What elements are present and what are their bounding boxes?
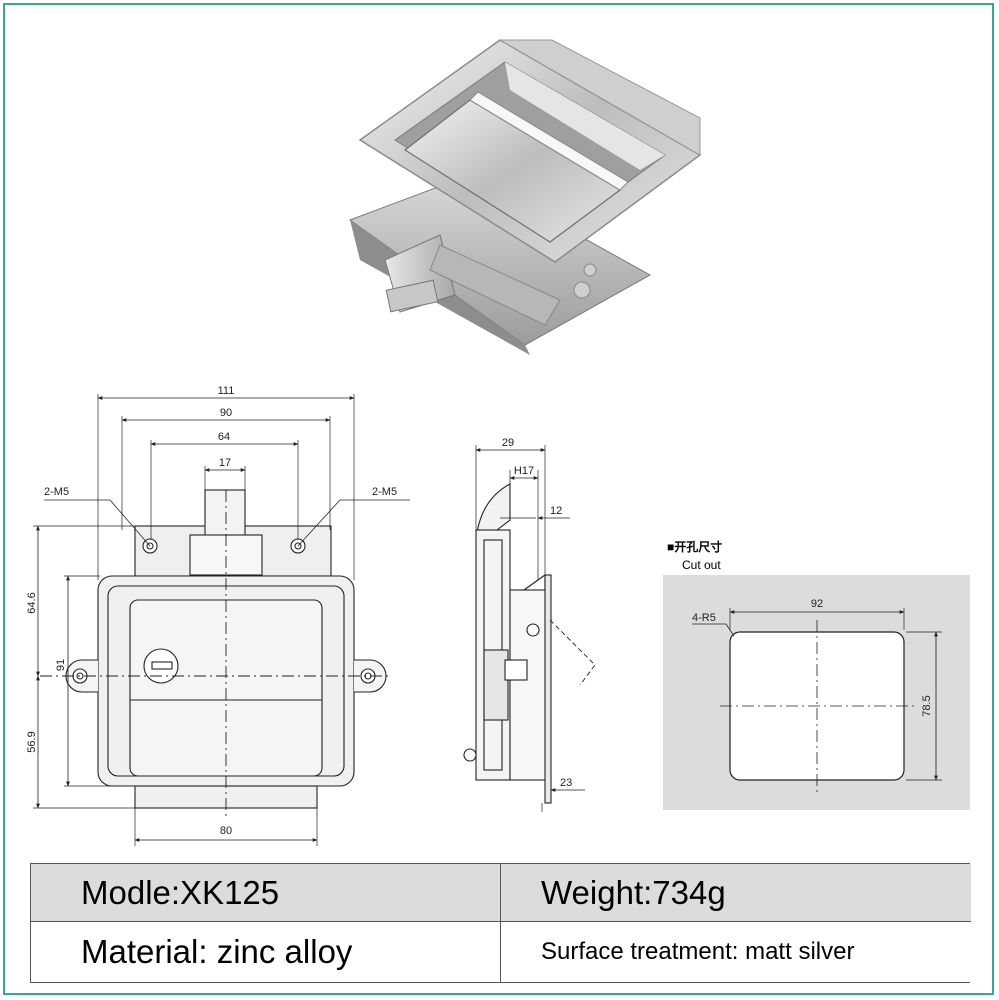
side-view-drawing bbox=[463, 445, 596, 812]
product-photo bbox=[348, 39, 702, 355]
model-cell: Modle:XK125 bbox=[31, 864, 501, 922]
dim-23: 23 bbox=[560, 777, 572, 789]
dim-111: 111 bbox=[218, 385, 235, 397]
surface-text: Surface treatment: matt silver bbox=[541, 938, 855, 965]
side-view-labels: 29 H17 12 23 bbox=[502, 437, 572, 789]
hole-label-left: 2-M5 bbox=[44, 486, 69, 498]
dim-56-9: 56.9 bbox=[26, 731, 38, 752]
dim-h17: H17 bbox=[514, 465, 534, 477]
dim-29: 29 bbox=[502, 437, 514, 449]
drawing-canvas: 111 90 64 17 2-M5 2-M5 64.6 91 56.9 80 bbox=[26, 39, 970, 846]
front-view-labels: 111 90 64 17 2-M5 2-M5 64.6 91 56.9 80 bbox=[26, 385, 397, 837]
model-text: Modle:XK125 bbox=[81, 873, 280, 911]
dim-64: 64 bbox=[218, 431, 230, 443]
cutout-height: 78.5 bbox=[921, 695, 933, 716]
dim-64-6: 64.6 bbox=[26, 592, 38, 613]
weight-cell: Weight:734g bbox=[501, 864, 971, 922]
weight-text: Weight:734g bbox=[541, 873, 726, 911]
dim-12: 12 bbox=[550, 505, 562, 517]
spec-table: Modle:XK125 Weight:734g Material: zinc a… bbox=[30, 863, 971, 983]
dim-17: 17 bbox=[219, 457, 231, 469]
dim-80: 80 bbox=[220, 825, 232, 837]
dim-90: 90 bbox=[220, 407, 232, 419]
dim-91: 91 bbox=[55, 659, 67, 671]
surface-cell: Surface treatment: matt silver bbox=[501, 922, 971, 982]
hole-label-right: 2-M5 bbox=[372, 486, 397, 498]
cutout-heading-en: Cut out bbox=[682, 558, 721, 572]
cutout-width: 92 bbox=[811, 598, 823, 610]
cutout-labels: ■开孔尺寸 Cut out 4-R5 92 78.5 bbox=[667, 539, 933, 717]
cutout-corner-radius: 4-R5 bbox=[692, 612, 716, 624]
material-cell: Material: zinc alloy bbox=[31, 922, 501, 982]
cutout-drawing bbox=[663, 575, 970, 810]
front-view-drawing bbox=[33, 394, 410, 846]
material-text: Material: zinc alloy bbox=[81, 933, 353, 970]
cutout-heading-cn: ■开孔尺寸 bbox=[667, 539, 722, 554]
